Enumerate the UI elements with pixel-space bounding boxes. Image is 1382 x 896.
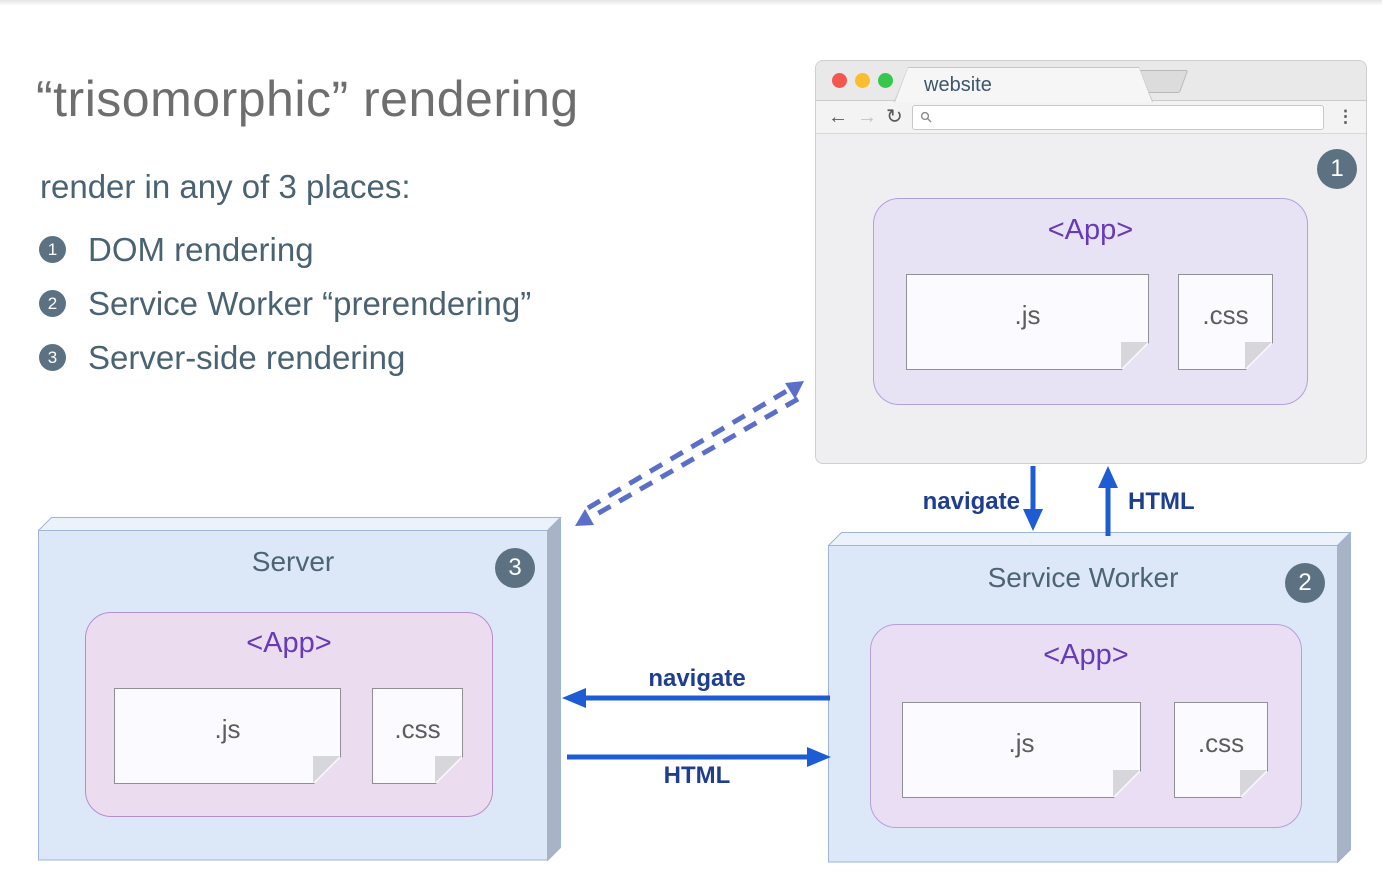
tab-title: website <box>924 74 992 96</box>
traffic-light-green-icon[interactable] <box>878 73 893 88</box>
server-title: Server <box>251 546 335 577</box>
browser-window: website ← → ↻ ⋮ 1 <App> .js <box>815 60 1367 464</box>
page-fold-icon <box>1245 342 1272 369</box>
page-fold-icon <box>1113 770 1140 797</box>
url-bar[interactable] <box>911 104 1324 130</box>
number-badge-3: 3 <box>39 344 66 371</box>
page-fold-icon <box>1121 342 1148 369</box>
step-badge-3: 3 <box>495 548 535 588</box>
browser-content-area: 1 <App> .js .css <box>816 134 1366 463</box>
reload-icon[interactable]: ↻ <box>886 106 903 128</box>
css-file: .css <box>372 688 463 784</box>
traffic-light-yellow-icon[interactable] <box>855 73 870 88</box>
js-file: .js <box>902 702 1141 798</box>
app-tag-label: <App> <box>1047 214 1134 246</box>
step-badge-1: 1 <box>1317 149 1357 189</box>
forward-icon[interactable]: → <box>857 106 877 128</box>
page-fold-icon <box>313 756 340 783</box>
service-worker-box: Service Worker 2 <App> .js .css <box>828 532 1352 863</box>
navigate-down-arrowhead-icon <box>1023 509 1043 531</box>
page-title: “trisomorphic” rendering <box>36 71 579 127</box>
css-file-label: .css <box>1202 299 1249 330</box>
back-icon[interactable]: ← <box>828 106 848 128</box>
browser-to-server-arrowhead-icon <box>575 509 594 526</box>
number-badge-2: 2 <box>39 290 66 317</box>
js-file-label: .js <box>214 713 241 744</box>
page-fold-icon <box>1240 770 1267 797</box>
html-up-arrowhead-icon <box>1098 466 1118 488</box>
navigate-left-label: navigate <box>648 665 746 692</box>
css-file-label: .css <box>1197 727 1245 758</box>
browser-toolbar: ← → ↻ ⋮ <box>816 101 1366 134</box>
css-file: .css <box>1174 702 1268 798</box>
app-tag-label: <App> <box>1043 639 1129 671</box>
browser-tab-face <box>895 68 1152 102</box>
browser-to-server-dashed-arrow <box>588 396 800 521</box>
page-subtitle: render in any of 3 places: <box>40 168 411 205</box>
step-badge-2: 2 <box>1285 563 1325 603</box>
url-input[interactable] <box>938 105 1316 129</box>
js-file: .js <box>114 688 341 784</box>
app-tag-label: <App> <box>246 627 332 659</box>
navigate-left-arrowhead-icon <box>562 688 586 708</box>
browser-app-box: <App> .js .css <box>873 198 1308 405</box>
list-item-label: DOM rendering <box>88 231 314 268</box>
server-to-browser-dashed-arrow <box>586 386 792 511</box>
page-fold-icon <box>435 756 462 783</box>
browser-tab-bar: website <box>816 61 1366 101</box>
css-file: .css <box>1178 274 1273 370</box>
list-item-label: Service Worker “prerendering” <box>88 285 532 322</box>
top-edge-shadow <box>0 0 1382 6</box>
list-item: 3 Server-side rendering <box>39 341 531 374</box>
server-to-browser-arrowhead-icon <box>785 381 804 399</box>
server-app-box: <App> .js .css <box>85 612 493 817</box>
browser-tab[interactable]: website <box>894 67 1153 102</box>
list-item: 2 Service Worker “prerendering” <box>39 287 531 320</box>
css-file-label: .css <box>394 713 441 744</box>
js-file-label: .js <box>1008 727 1035 758</box>
html-right-label: HTML <box>663 762 731 789</box>
render-places-list: 1 DOM rendering 2 Service Worker “preren… <box>39 233 531 395</box>
list-item: 1 DOM rendering <box>39 233 531 266</box>
html-up-label: HTML <box>1128 488 1195 515</box>
search-icon <box>920 111 932 122</box>
js-file-label: .js <box>1014 299 1041 330</box>
list-item-label: Server-side rendering <box>88 339 406 376</box>
js-file: .js <box>906 274 1149 370</box>
service-worker-app-box: <App> .js .css <box>870 624 1302 828</box>
navigate-down-label: navigate <box>922 488 1020 515</box>
server-box: Server 3 <App> .js .css <box>38 517 562 861</box>
kebab-menu-icon[interactable]: ⋮ <box>1337 107 1354 126</box>
traffic-light-red-icon[interactable] <box>832 73 847 88</box>
service-worker-title: Service Worker <box>987 562 1179 593</box>
number-badge-1: 1 <box>39 236 66 263</box>
